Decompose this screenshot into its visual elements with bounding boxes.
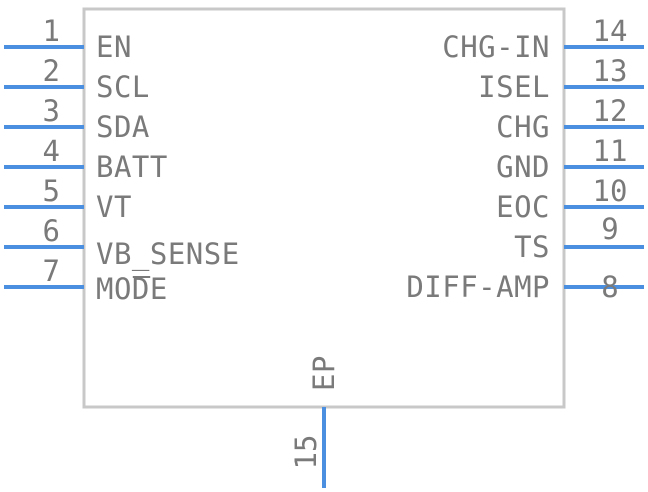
pin-left-2: 2 SCL — [4, 54, 150, 104]
right-pin-group: 14CHG-IN13ISEL12CHG11GND10EOC9TS8DIFF-AM… — [406, 14, 644, 304]
pin-right-13: 13 ISEL — [478, 54, 644, 104]
pin-number: 14 — [593, 14, 628, 48]
pin-right-11: 11 GND — [496, 134, 644, 184]
pin-name: GND — [496, 150, 550, 184]
pin-name: CHG-IN — [442, 30, 550, 64]
pin-name: EOC — [496, 190, 550, 224]
pin-name: VB_SENSE — [96, 237, 240, 272]
pin-number: 15 — [289, 435, 323, 470]
pin-name: EN — [96, 30, 132, 64]
pin-bottom-15: 15 EP — [289, 355, 341, 488]
pin-number: 5 — [43, 174, 60, 208]
pin-left-4: 4 BATT — [4, 134, 168, 184]
pin-right-9: 9TS — [514, 212, 644, 264]
pin-number: 7 — [43, 254, 60, 288]
pin-number: 2 — [43, 54, 60, 88]
pin-number: 3 — [43, 94, 60, 128]
pin-number: 11 — [593, 134, 628, 168]
pin-number: 13 — [593, 54, 628, 88]
pin-number: 9 — [601, 212, 618, 246]
pin-number: 12 — [593, 94, 628, 128]
pin-name: EP — [307, 355, 341, 391]
pin-name: BATT — [96, 150, 168, 184]
pin-number: 10 — [593, 174, 628, 208]
pin-name: TS — [514, 230, 550, 264]
pin-right-8: 8 DIFF-AMP — [406, 270, 644, 304]
pin-name: VT — [96, 190, 132, 224]
pin-name: ISEL — [478, 70, 550, 104]
pin-name: DIFF-AMP — [406, 270, 550, 304]
ic-body-outline — [82, 7, 566, 409]
bottom-pin-group: 15 EP — [289, 355, 341, 488]
pin-number: 1 — [43, 14, 60, 48]
pin-name: CHG — [496, 110, 550, 144]
pin-number: 8 — [601, 270, 618, 304]
pin-right-10: 10 EOC — [496, 174, 644, 224]
pin-number: 4 — [43, 134, 60, 168]
pin-left-1: 1 EN — [4, 14, 132, 64]
pin-name: MODE — [96, 272, 168, 306]
pin-left-5: 5 VT — [4, 174, 132, 224]
pin-left-3: 3 SDA — [4, 94, 150, 144]
pin-name: SDA — [96, 110, 150, 144]
pin-right-12: 12 CHG — [496, 94, 644, 144]
pin-name: SCL — [96, 70, 150, 104]
pin-left-6: 6VB_SENSE — [4, 214, 240, 272]
pin-number: 6 — [43, 214, 60, 248]
pin-right-14: 14 CHG-IN — [442, 14, 644, 64]
